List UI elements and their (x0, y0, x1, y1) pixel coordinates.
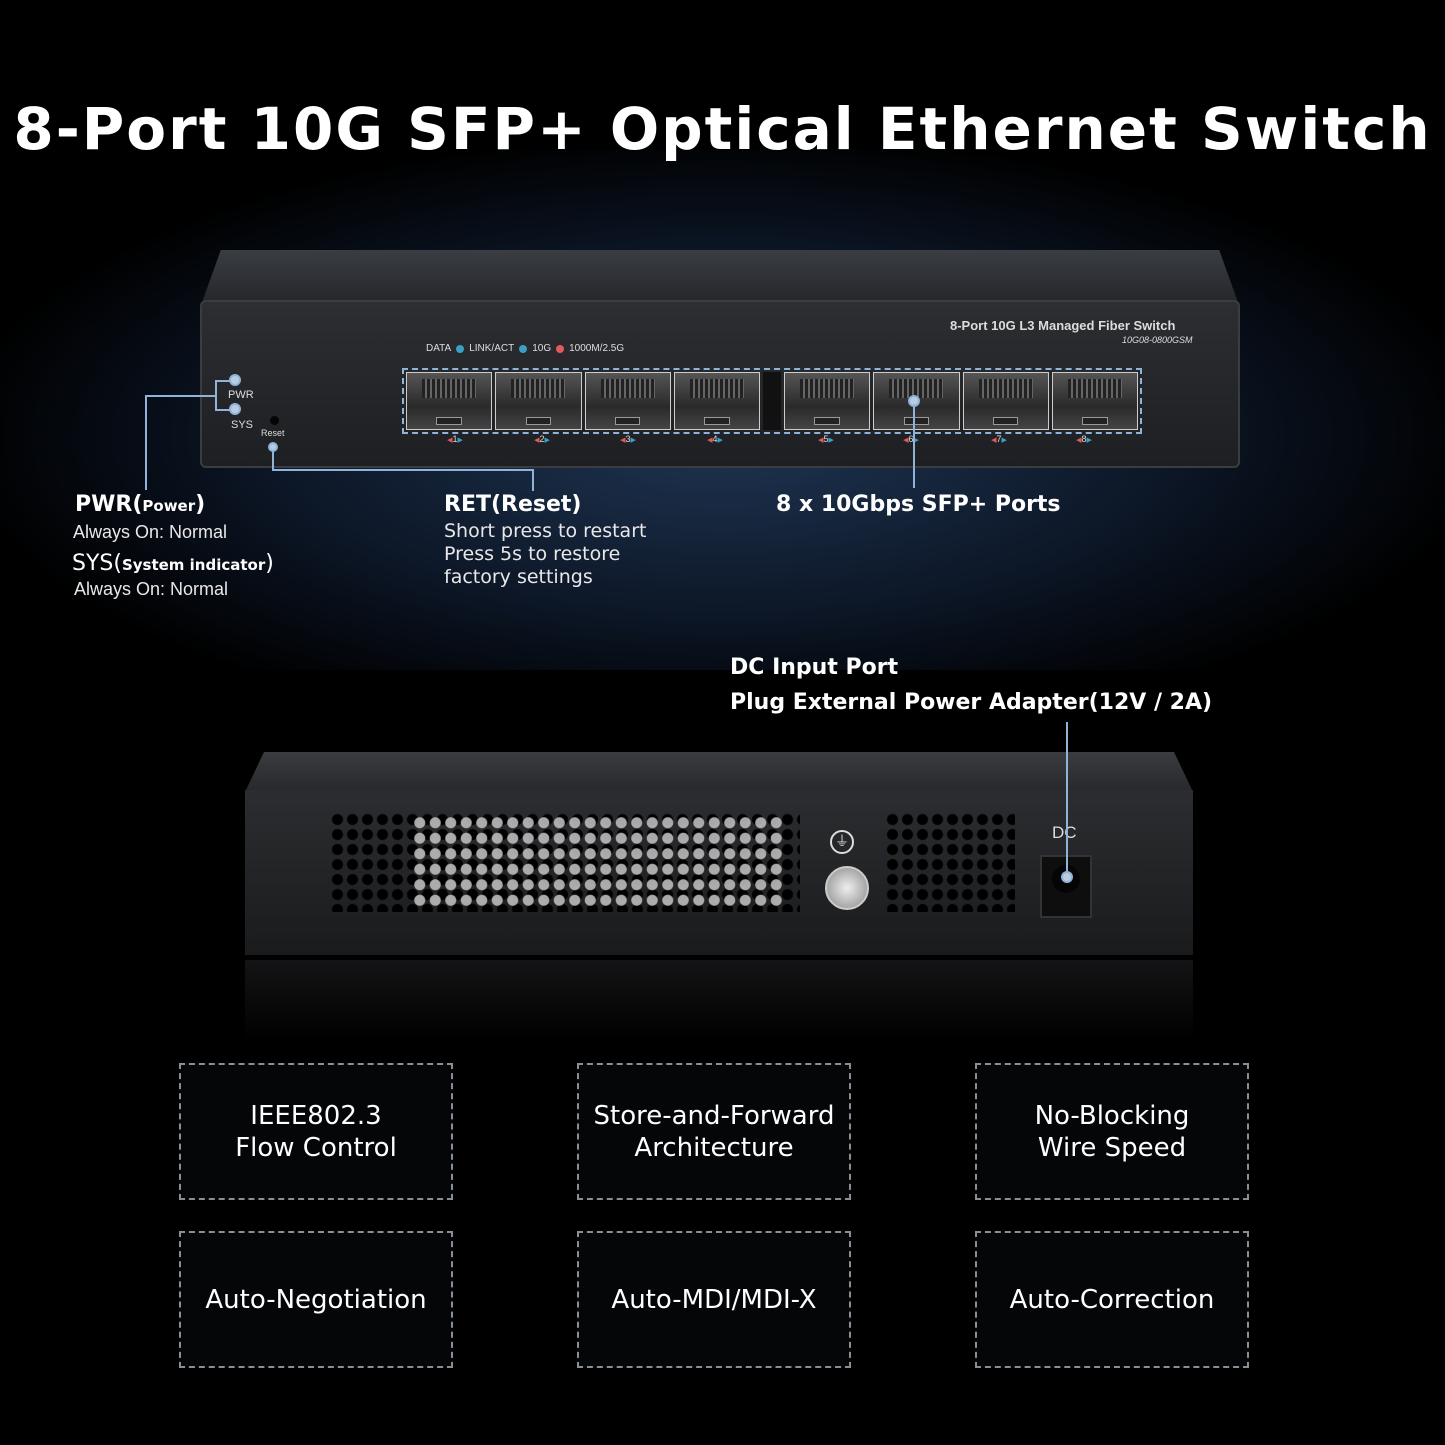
callout-line (215, 380, 217, 410)
sfp-port-group (402, 368, 1142, 434)
callout-line (272, 450, 274, 470)
pwr-callout-title: PWR(Power) (75, 492, 206, 517)
port-number: 8 (1072, 434, 1096, 444)
callout-line (532, 469, 534, 491)
port-number: 7 (987, 434, 1011, 444)
dc-callout-dot-icon (1061, 871, 1073, 883)
ground-screw-icon (825, 866, 869, 910)
callout-line (145, 395, 215, 397)
sfp-port-4[interactable] (673, 372, 760, 430)
vent-grille-right (885, 812, 1015, 912)
port-number: 4 (703, 434, 727, 444)
reset-button[interactable] (270, 416, 279, 425)
link-dot-icon (456, 344, 465, 353)
legend-data: DATA (426, 343, 452, 354)
10g-dot-icon (519, 344, 528, 353)
callout-line (145, 395, 147, 490)
model-title: 8-Port 10G L3 Managed Fiber Switch (950, 318, 1176, 333)
callout-line (913, 404, 915, 488)
sfp-port-3[interactable] (584, 372, 671, 430)
sfp-port-7[interactable] (962, 372, 1049, 430)
sfp-port-5[interactable] (784, 372, 871, 430)
feature-auto-mdi: Auto-MDI/MDI-X (577, 1231, 851, 1368)
callout-line (1066, 722, 1068, 877)
sfp-port-2[interactable] (495, 372, 582, 430)
reset-callout-desc-1: Short press to restart (444, 520, 647, 542)
1g-dot-icon (556, 344, 565, 353)
port-number: 5 (814, 434, 838, 444)
reset-callout-desc-3: factory settings (444, 566, 593, 588)
dc-label: DC (1052, 823, 1077, 842)
ground-symbol-icon: ⏚ (830, 830, 854, 854)
dc-callout-desc: Plug External Power Adapter(12V / 2A) (730, 690, 1213, 715)
callout-line (272, 469, 533, 471)
page-title: 8-Port 10G SFP+ Optical Ethernet Switch (13, 95, 1432, 163)
pwr-callout-desc: Always On: Normal (73, 522, 228, 542)
port-number: 6 (899, 434, 923, 444)
vent-grille-lit (412, 815, 784, 907)
sys-callout-desc: Always On: Normal (74, 579, 229, 599)
led-legend: DATA LINK/ACT 10G 1000M/2.5G (426, 343, 624, 354)
reset-label: Reset (261, 428, 285, 438)
reset-callout-title: RET(Reset) (444, 492, 582, 517)
sys-callout-title: SYS(System indicator) (72, 551, 274, 576)
callout-line (215, 380, 231, 382)
back-reflection (245, 960, 1193, 1040)
legend-link-act: LINK/ACT (469, 343, 515, 354)
switch-front-top (200, 250, 1240, 308)
pwr-label: PWR (228, 389, 254, 401)
feature-auto-negotiation: Auto-Negotiation (179, 1231, 453, 1368)
port-number: 3 (616, 434, 640, 444)
legend-1g: 1000M/2.5G (569, 343, 625, 354)
model-code: 10G08-0800GSM (1122, 335, 1193, 345)
port-number: 1 (443, 434, 467, 444)
legend-10g: 10G (532, 343, 552, 354)
sfp-port-8[interactable] (1051, 372, 1138, 430)
ports-callout-title: 8 x 10Gbps SFP+ Ports (776, 492, 1061, 517)
sfp-port-1[interactable] (406, 372, 493, 430)
port-number: 2 (530, 434, 554, 444)
reset-callout-desc-2: Press 5s to restore (444, 543, 621, 565)
switch-back-top (245, 752, 1193, 792)
dc-callout-title: DC Input Port (730, 655, 899, 680)
feature-auto-correction: Auto-Correction (975, 1231, 1249, 1368)
callout-line (215, 409, 231, 411)
sys-label: SYS (231, 419, 254, 431)
